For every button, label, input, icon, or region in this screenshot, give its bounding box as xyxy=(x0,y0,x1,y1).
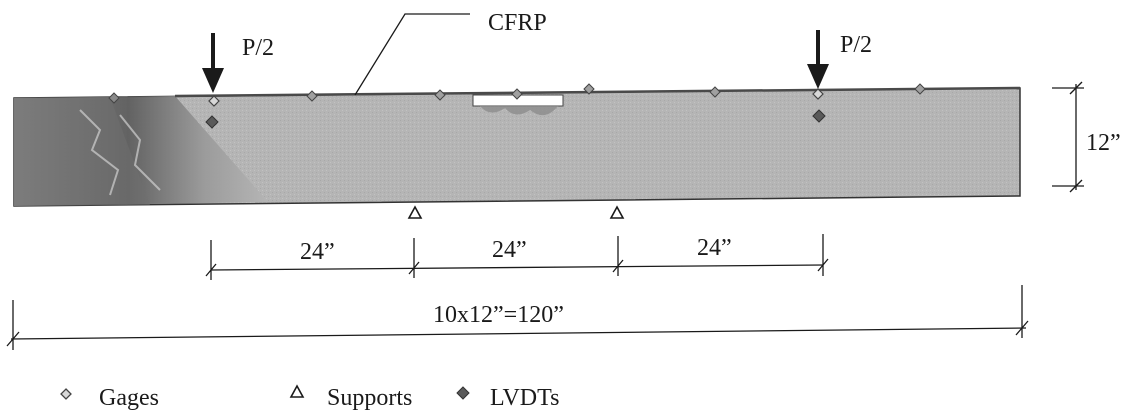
span-dimension xyxy=(205,234,829,280)
span-label-2: 24” xyxy=(492,237,527,263)
gage-marker xyxy=(208,95,220,107)
legend-lvdts-label: LVDTs xyxy=(490,385,559,411)
legend-lvdt-icon xyxy=(456,386,470,400)
total-length-dimension xyxy=(6,285,1029,350)
gage-marker xyxy=(709,86,721,98)
gage-marker xyxy=(914,83,926,95)
support-marker xyxy=(609,205,625,219)
beam xyxy=(13,86,1021,207)
legend-gages-label: Gages xyxy=(99,385,159,411)
legend-supports-label: Supports xyxy=(327,385,412,411)
lvdt-marker xyxy=(205,115,219,129)
gage-marker xyxy=(812,88,824,100)
load-arrow-left xyxy=(202,33,224,93)
legend-support-icon xyxy=(289,384,305,398)
total-length-label: 10x12”=120” xyxy=(433,302,564,328)
span-label-1: 24” xyxy=(300,239,335,265)
gage-marker xyxy=(583,83,595,95)
cfrp-label: CFRP xyxy=(488,10,547,36)
gage-marker xyxy=(434,89,446,101)
spalled-region xyxy=(480,106,558,116)
gage-marker xyxy=(306,90,318,102)
lvdt-markers xyxy=(205,109,826,129)
load-arrow-right xyxy=(807,30,829,89)
gage-marker xyxy=(511,88,523,100)
load-label-right: P/2 xyxy=(840,32,872,58)
span-label-3: 24” xyxy=(697,235,732,261)
support-markers xyxy=(407,205,625,219)
legend: Gages Supports LVDTs xyxy=(60,384,559,411)
depth-dimension xyxy=(1052,81,1084,193)
gage-markers xyxy=(108,83,926,107)
load-label-left: P/2 xyxy=(242,35,274,61)
crack-pattern xyxy=(79,109,161,196)
legend-gage-icon xyxy=(60,388,72,400)
cfrp-leader-line xyxy=(354,13,470,96)
lvdt-marker xyxy=(812,109,826,123)
depth-label: 12” xyxy=(1086,130,1121,156)
gage-marker xyxy=(108,92,120,104)
support-marker xyxy=(407,205,423,219)
